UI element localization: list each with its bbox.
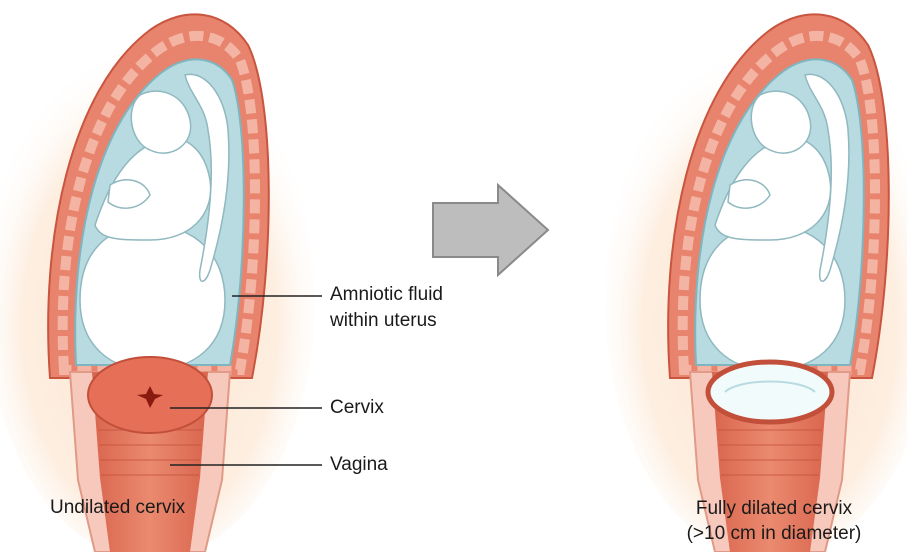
label-vagina: Vagina (330, 453, 388, 477)
label-cervix: Cervix (330, 396, 384, 420)
right-dilated-cervix (708, 362, 832, 422)
transition-arrow (433, 185, 548, 275)
left-uterus (0, 14, 315, 552)
label-amniotic-fluid-line1: Amniotic fluid (330, 283, 443, 307)
right-uterus (605, 14, 907, 552)
caption-fully-dilated-line1: Fully dilated cervix (664, 496, 884, 521)
label-amniotic-fluid-line2: within uterus (330, 309, 437, 333)
arrow-shape (433, 185, 548, 275)
caption-undilated-cervix: Undilated cervix (50, 495, 250, 520)
caption-fully-dilated-line2: (>10 cm in diameter) (664, 521, 884, 546)
